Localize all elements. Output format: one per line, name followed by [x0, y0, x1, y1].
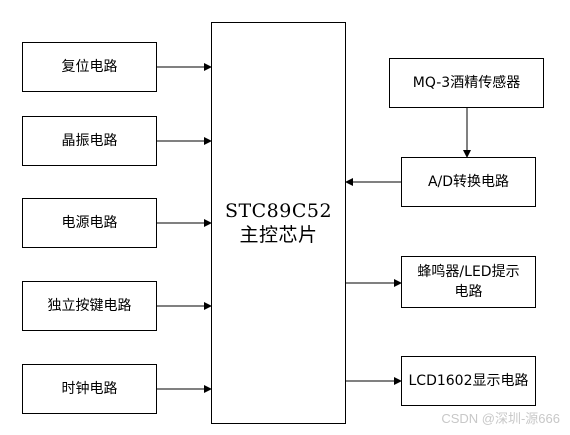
- mcu-model: STC89C52: [224, 200, 333, 222]
- block-label: MQ-3酒精传感器: [412, 75, 521, 91]
- block-label-line1: 蜂鸣器/LED提示: [417, 264, 520, 280]
- block-clock-circuit: 时钟电路: [22, 364, 157, 414]
- block-mq3-sensor: MQ-3酒精传感器: [389, 58, 544, 108]
- block-label: 晶振电路: [61, 133, 118, 149]
- block-lcd-display: LCD1602显示电路: [401, 356, 536, 406]
- block-crystal-circuit: 晶振电路: [22, 116, 157, 166]
- block-label-line2: 电路: [454, 284, 483, 300]
- block-label: 电源电路: [61, 215, 118, 231]
- block-reset-circuit: 复位电路: [22, 42, 157, 92]
- block-adc-circuit: A/D转换电路: [401, 157, 536, 207]
- block-buzzer-led: 蜂鸣器/LED提示 电路: [401, 256, 536, 308]
- block-key-circuit: 独立按键电路: [22, 281, 157, 331]
- mcu-caption: 主控芯片: [239, 224, 318, 246]
- block-label: LCD1602显示电路: [408, 373, 529, 389]
- block-label: 独立按键电路: [47, 298, 132, 314]
- csdn-watermark: CSDN @深圳-源666: [441, 411, 560, 426]
- block-label: 复位电路: [61, 59, 118, 75]
- block-label: 时钟电路: [61, 381, 118, 397]
- block-power-circuit: 电源电路: [22, 198, 157, 248]
- block-label: A/D转换电路: [427, 174, 510, 190]
- block-mcu-core: STC89C52 主控芯片: [211, 22, 346, 424]
